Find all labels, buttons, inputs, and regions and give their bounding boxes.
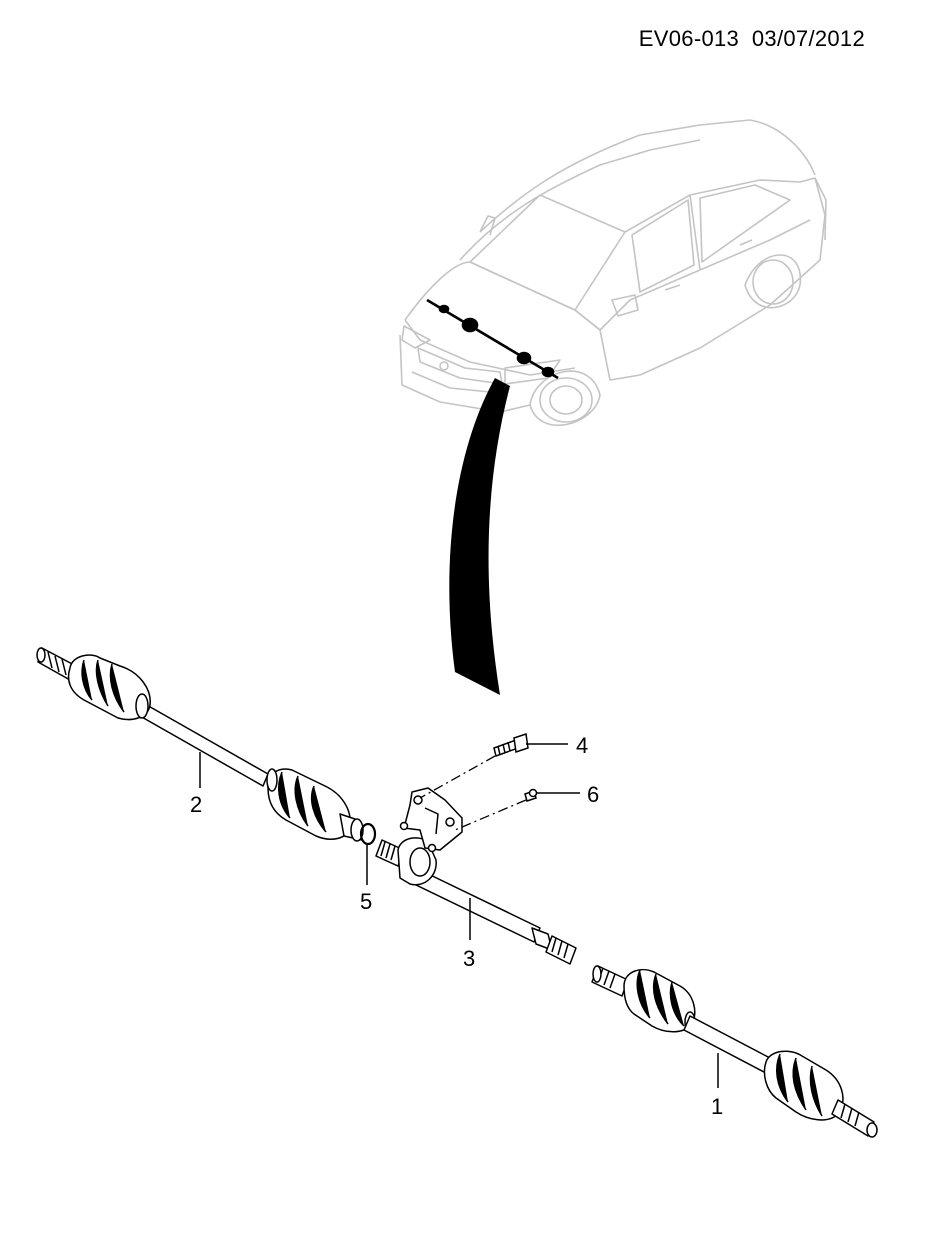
car-illustration — [399, 119, 827, 427]
location-pointer-arrow — [449, 378, 510, 695]
left-halfshaft — [36, 647, 364, 842]
leader-lines — [199, 743, 719, 1088]
callout-3: 3 — [463, 946, 476, 971]
bolt-6 — [524, 788, 538, 802]
callout-2: 2 — [190, 792, 203, 817]
snap-ring — [359, 822, 377, 846]
callout-6: 6 — [587, 782, 600, 807]
alignment-lines — [419, 755, 527, 831]
right-halfshaft — [591, 965, 878, 1138]
document-date: 03/07/2012 — [751, 26, 865, 51]
bolt-4 — [493, 733, 529, 757]
document-code: EV06-013 — [638, 26, 740, 51]
document-header: EV06-013 03/07/2012 — [639, 26, 865, 52]
callout-4: 4 — [576, 733, 589, 758]
callout-1: 1 — [711, 1094, 724, 1119]
callout-5: 5 — [360, 889, 373, 914]
intermediate-shaft — [375, 787, 577, 965]
car-axle-highlight — [426, 298, 559, 380]
